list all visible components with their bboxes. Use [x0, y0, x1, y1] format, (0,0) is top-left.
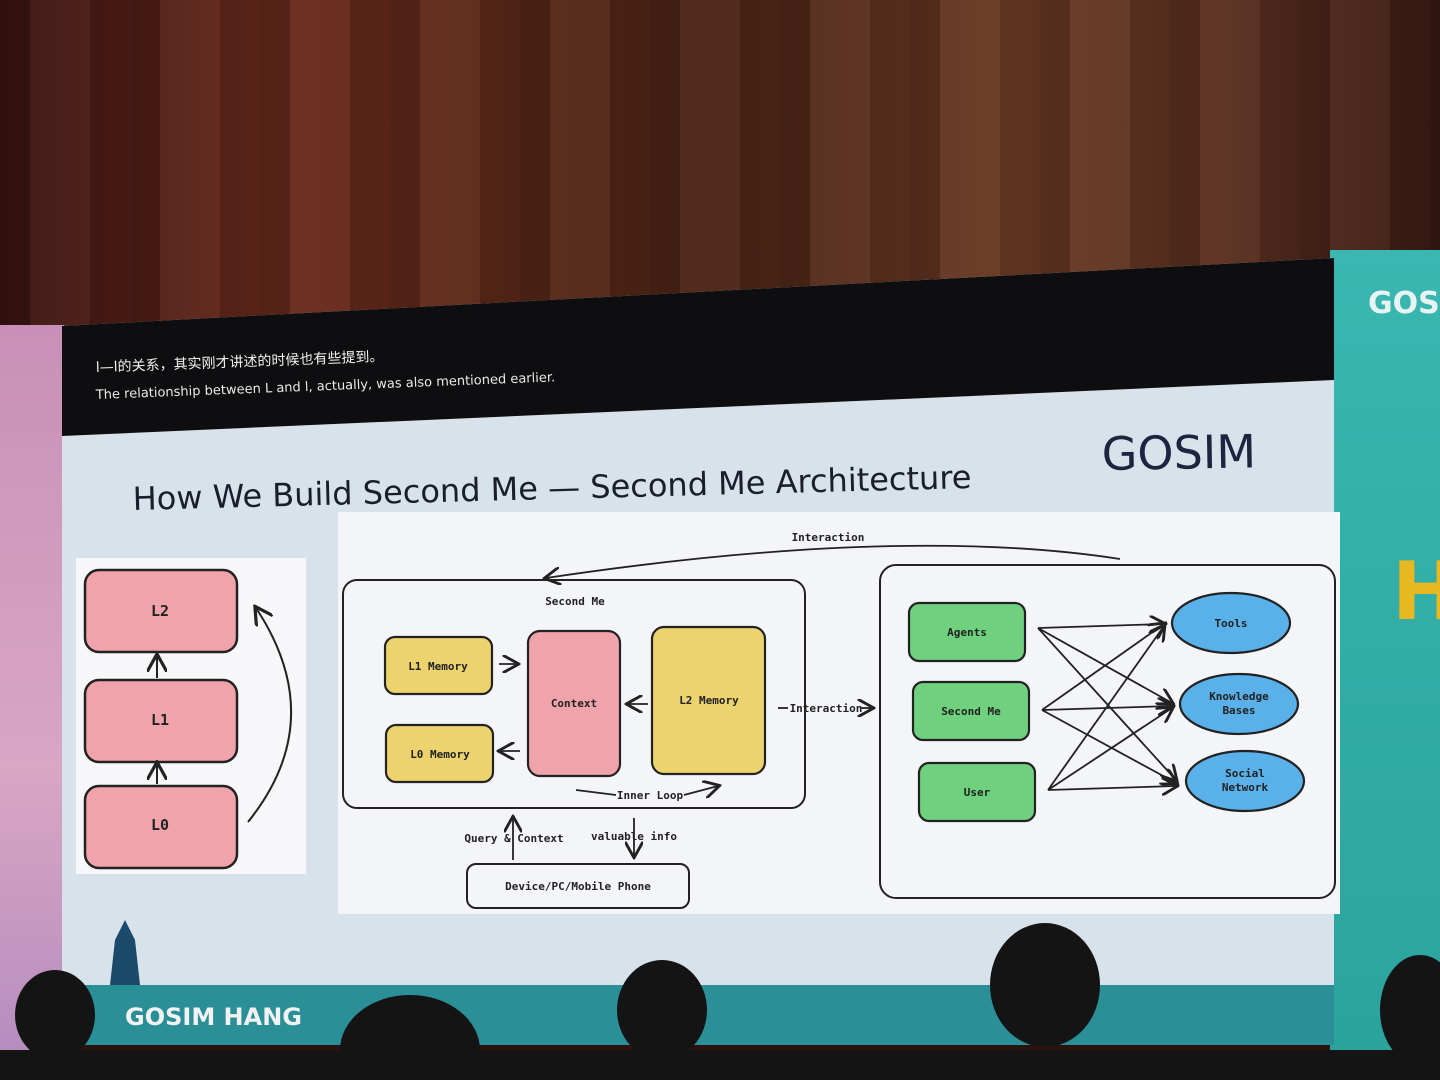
bases-label: Bases	[1222, 704, 1255, 717]
actor-resource-arrows	[1037, 624, 1176, 790]
l2-memory-box	[650, 625, 767, 776]
pagoda-illustration	[110, 920, 140, 985]
inner-loop-arrow	[683, 786, 718, 795]
interaction-top-arrow	[546, 544, 1121, 578]
l1-memory-box	[383, 635, 494, 696]
second-me-actor-label: Second Me	[941, 705, 1001, 718]
knowledge-label: Knowledge	[1209, 690, 1269, 703]
side-banner: H	[1392, 545, 1440, 638]
l2-memory-label: L2 Memory	[679, 694, 739, 707]
layer-l2-label: L2	[151, 602, 169, 620]
l0-memory-box	[384, 723, 495, 784]
context-label: Context	[551, 697, 597, 710]
social-network-ellipse	[1184, 749, 1306, 813]
tools-label: Tools	[1214, 617, 1247, 630]
side-logo: GOS	[1368, 286, 1440, 321]
user-label: User	[964, 786, 991, 799]
inner-loop-label: Inner Loop	[617, 789, 684, 802]
feedback-curve-arrow	[247, 608, 292, 823]
agents-label: Agents	[947, 626, 987, 639]
right-side-screen: GOS H	[1330, 250, 1440, 1080]
knowledge-bases-ellipse	[1178, 672, 1300, 736]
query-context-label: Query & Context	[464, 832, 563, 845]
layer-box-l0	[83, 784, 239, 870]
agents-box	[907, 601, 1027, 663]
user-box	[917, 761, 1037, 823]
device-label: Device/PC/Mobile Phone	[505, 880, 651, 893]
second-me-actor-box	[911, 680, 1031, 742]
subtitle-bar	[62, 258, 1334, 436]
l1-memory-label: L1 Memory	[408, 660, 468, 673]
interaction-top-label: Interaction	[792, 531, 865, 544]
social-label: Social	[1225, 767, 1265, 780]
inner-loop-line	[575, 789, 617, 796]
tools-ellipse	[1170, 591, 1292, 655]
l0-memory-label: L0 Memory	[410, 748, 470, 761]
footer-brand: GOSIM HANG	[125, 1003, 302, 1031]
second-me-container	[342, 579, 806, 809]
second-me-title: Second Me	[545, 595, 605, 608]
layer-l0-label: L0	[151, 816, 169, 834]
device-box	[466, 863, 690, 909]
ecosystem-container	[879, 564, 1336, 899]
context-box	[526, 629, 622, 778]
layer-l1-label: L1	[151, 711, 169, 729]
interaction-mid-label: Interaction	[790, 702, 863, 715]
left-side-screen	[0, 325, 64, 1065]
gosim-logo: GOSIM	[1101, 424, 1256, 481]
audience-silhouettes	[0, 923, 1440, 1080]
network-label: Network	[1222, 781, 1269, 794]
